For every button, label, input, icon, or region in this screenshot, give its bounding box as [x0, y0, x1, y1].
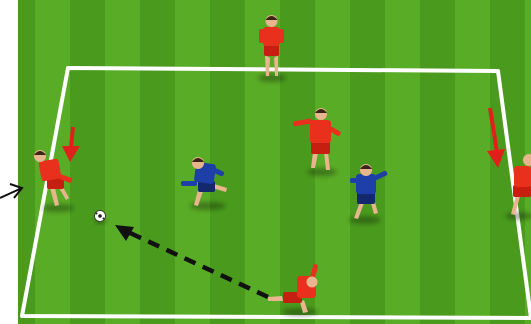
soccer-ball-icon	[94, 211, 106, 224]
